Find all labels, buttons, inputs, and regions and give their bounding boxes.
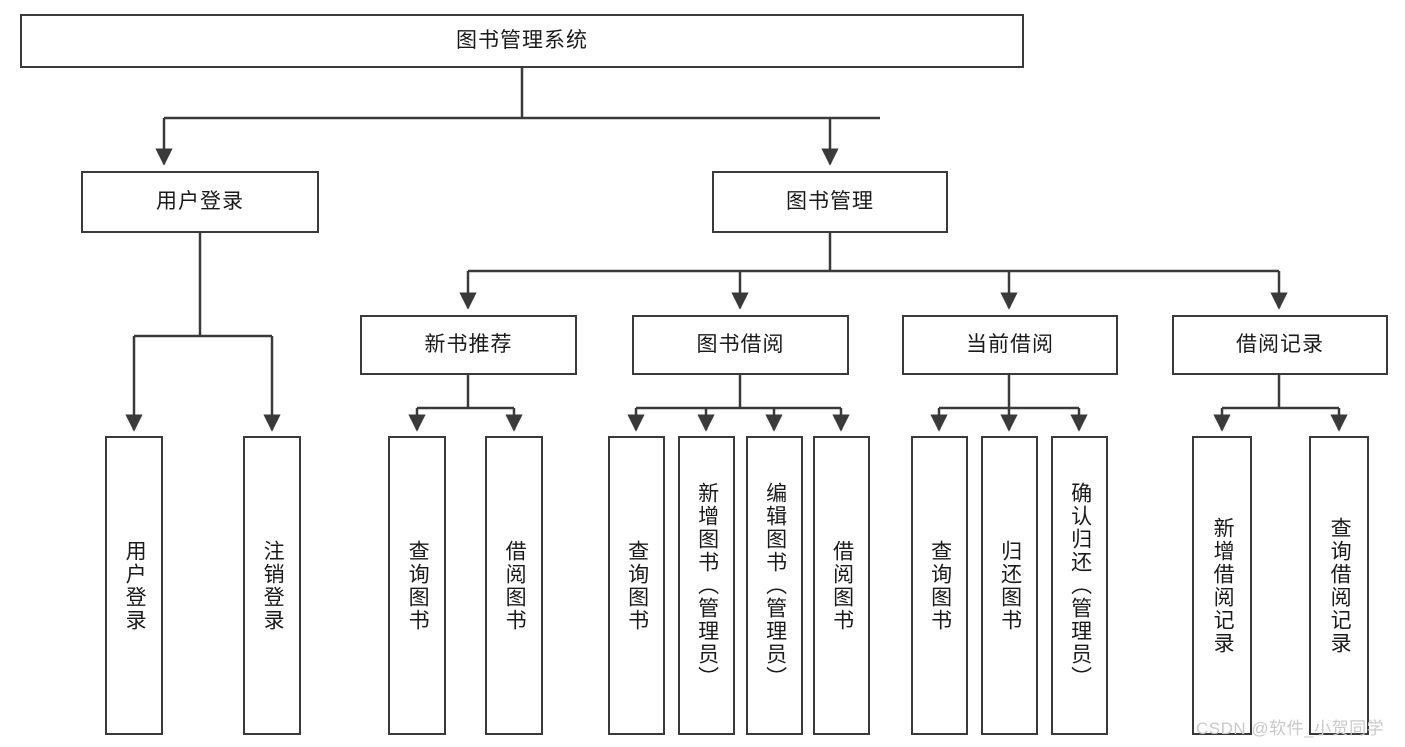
node-user-login-label: 用户登录	[156, 190, 244, 214]
node-leaf-query-record[interactable]: 查询借阅记录	[1309, 436, 1369, 735]
node-leaf-query-book-2-label: 查询图书	[625, 539, 649, 632]
node-current-borrow-label: 当前借阅	[966, 333, 1054, 357]
node-leaf-query-book-3-label: 查询图书	[928, 539, 952, 632]
node-leaf-edit-book[interactable]: 编辑图书（管理员）	[746, 436, 803, 735]
node-leaf-return-book[interactable]: 归还图书	[981, 436, 1038, 735]
node-leaf-query-book-2[interactable]: 查询图书	[608, 436, 665, 735]
node-leaf-user-login[interactable]: 用户登录	[105, 436, 163, 735]
node-book-manage[interactable]: 图书管理	[712, 171, 948, 233]
node-borrow-record-label: 借阅记录	[1236, 333, 1324, 357]
node-leaf-borrow-book-1[interactable]: 借阅图书	[485, 436, 543, 735]
node-user-login[interactable]: 用户登录	[81, 171, 319, 233]
node-leaf-query-record-label: 查询借阅记录	[1328, 516, 1352, 655]
node-new-book-rec[interactable]: 新书推荐	[360, 315, 577, 375]
node-leaf-borrow-book-2-label: 借阅图书	[830, 539, 854, 632]
node-leaf-logout[interactable]: 注销登录	[243, 436, 301, 735]
node-leaf-return-book-label: 归还图书	[998, 539, 1022, 632]
node-book-borrow-label: 图书借阅	[696, 333, 785, 357]
node-book-manage-label: 图书管理	[786, 190, 874, 214]
node-leaf-query-book-1-label: 查询图书	[406, 539, 430, 632]
node-leaf-query-book-1[interactable]: 查询图书	[388, 436, 446, 735]
node-leaf-logout-label: 注销登录	[261, 539, 285, 632]
node-root[interactable]: 图书管理系统	[20, 14, 1024, 68]
node-new-book-rec-label: 新书推荐	[424, 333, 513, 357]
node-leaf-query-book-3[interactable]: 查询图书	[911, 436, 968, 735]
node-book-borrow[interactable]: 图书借阅	[632, 315, 849, 375]
node-leaf-borrow-book-2[interactable]: 借阅图书	[813, 436, 870, 735]
node-leaf-edit-book-label: 编辑图书（管理员）	[763, 482, 787, 689]
node-leaf-confirm-return-label: 确认归还（管理员）	[1068, 482, 1092, 689]
node-root-label: 图书管理系统	[456, 29, 588, 53]
node-leaf-confirm-return[interactable]: 确认归还（管理员）	[1051, 436, 1108, 735]
node-leaf-user-login-label: 用户登录	[123, 539, 147, 632]
node-leaf-add-book-label: 新增图书（管理员）	[695, 482, 719, 689]
node-leaf-add-book[interactable]: 新增图书（管理员）	[678, 436, 735, 735]
node-borrow-record[interactable]: 借阅记录	[1172, 315, 1388, 375]
node-leaf-borrow-book-1-label: 借阅图书	[503, 539, 527, 632]
csdn-watermark: CSDN @软件_小贺同学	[1196, 719, 1385, 738]
node-leaf-add-record[interactable]: 新增借阅记录	[1192, 436, 1252, 735]
node-leaf-add-record-label: 新增借阅记录	[1211, 516, 1235, 655]
node-current-borrow[interactable]: 当前借阅	[902, 315, 1118, 375]
